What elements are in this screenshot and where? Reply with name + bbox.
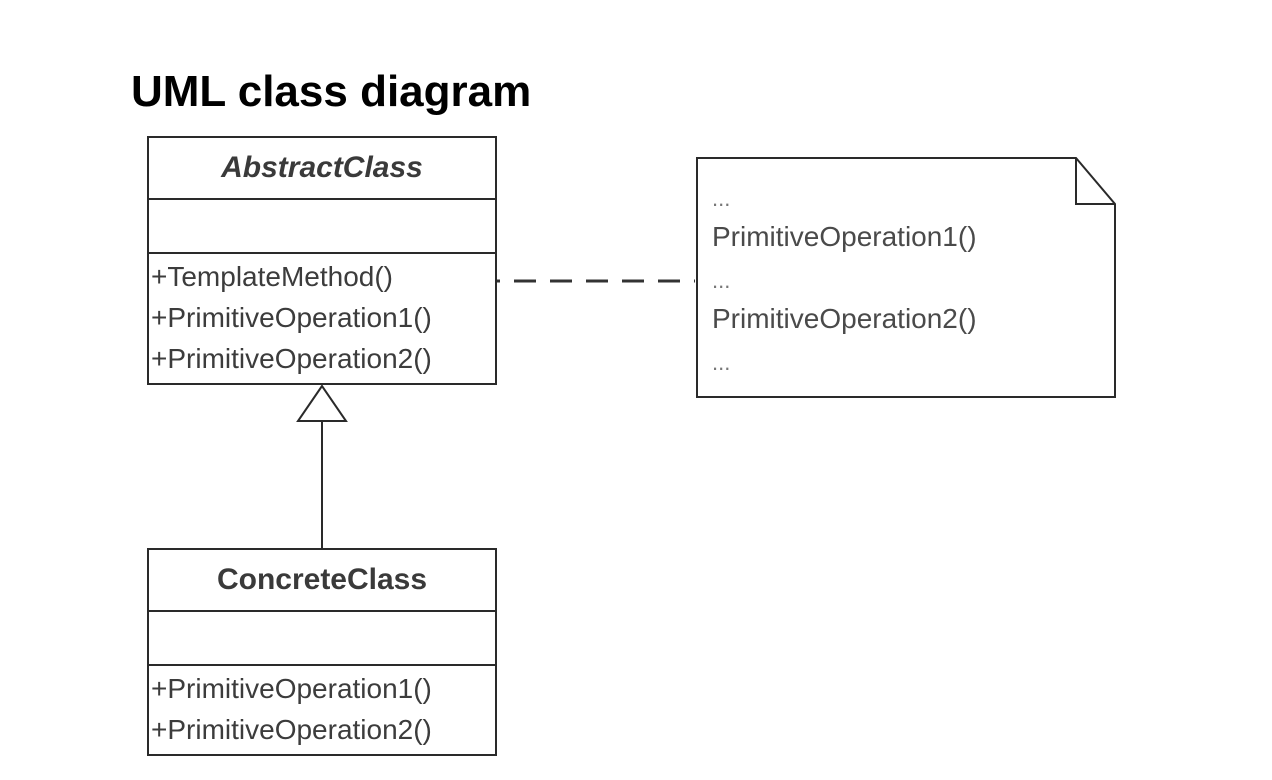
abstract-class-operations: +TemplateMethod() +PrimitiveOperation1()… <box>149 254 495 383</box>
inheritance-arrowhead <box>296 384 348 422</box>
operation-primitive-1: +PrimitiveOperation1() <box>151 673 432 704</box>
note-line-primitive-1: PrimitiveOperation1() <box>712 221 977 252</box>
note-ellipsis: ... <box>712 268 731 293</box>
concrete-class-box: ConcreteClass +PrimitiveOperation1() +Pr… <box>147 548 497 756</box>
note-ellipsis: ... <box>712 350 731 375</box>
operation-primitive-1: +PrimitiveOperation1() <box>151 302 432 333</box>
operation-template-method: +TemplateMethod() <box>151 261 394 292</box>
diagram-title: UML class diagram <box>131 67 532 116</box>
concrete-class-name: ConcreteClass <box>149 550 495 612</box>
concrete-class-operations: +PrimitiveOperation1() +PrimitiveOperati… <box>149 666 495 754</box>
note-shape <box>696 157 1116 398</box>
abstract-class-attributes <box>149 200 495 254</box>
concrete-class-attributes <box>149 612 495 666</box>
operation-primitive-2: +PrimitiveOperation2() <box>151 343 432 374</box>
note-line-primitive-2: PrimitiveOperation2() <box>712 303 977 334</box>
operation-primitive-2: +PrimitiveOperation2() <box>151 714 432 745</box>
note-ellipsis: ... <box>712 186 731 211</box>
note-fold <box>1075 158 1115 205</box>
abstract-class-box: AbstractClass +TemplateMethod() +Primiti… <box>147 136 497 385</box>
abstract-class-name: AbstractClass <box>149 138 495 200</box>
